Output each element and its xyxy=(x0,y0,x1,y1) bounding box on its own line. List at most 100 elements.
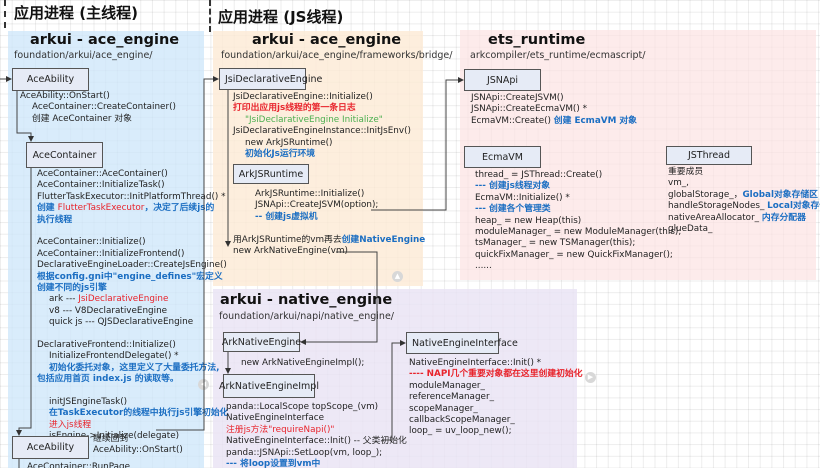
note-fragment: handleStorageNodes_ xyxy=(668,201,768,212)
note-line: 重要成员 xyxy=(668,167,704,177)
note-line: 根据config.gni中"engine_defines"宏定义 xyxy=(37,271,223,282)
note-line: AceContainer::AceContainer() xyxy=(37,169,168,179)
note-line: moduleManager_ xyxy=(409,380,485,391)
note-line: AceAbility::OnStart() xyxy=(20,91,110,101)
note-line: 初始化Js运行环境 xyxy=(245,148,316,159)
note-line: 包括应用首页 index.js 的读取等。 xyxy=(37,374,179,385)
box-ace-ability-bottom[interactable]: AceAbility xyxy=(12,436,89,459)
box-jsnapi[interactable]: JSNApi xyxy=(464,69,541,91)
ecmavm-notes: thread_ = JSThread::Create()--- 创建js线程对象… xyxy=(475,170,681,273)
note-line: tsManager_ = new TSManager(this); xyxy=(475,238,636,249)
box-ecmavm[interactable]: EcmaVM xyxy=(464,146,541,168)
note-line: new ArkJSRuntime() xyxy=(245,137,333,148)
note-line: DeclarativeEngineLoader::CreateJsEngine(… xyxy=(37,260,227,271)
note-line: ---- NAPI几个重要对象都在这里创建初始化 xyxy=(409,369,583,380)
note-line: quickFixManager_ = new QuickFixManager()… xyxy=(475,249,673,260)
note-fragment: 用ArkJSRuntime的vm再去 xyxy=(233,235,342,245)
collapse-up-icon[interactable]: ▲ xyxy=(392,271,403,282)
note-line: --- 创建js线程对象 xyxy=(475,181,551,192)
section-divider-main xyxy=(4,0,6,28)
note-line: ArkJSRuntime::Initialize() xyxy=(255,189,365,199)
note-line: JSNApi::CreateEcmaVM() * xyxy=(471,104,587,115)
note-line: NativeEngineInterface::Init() * xyxy=(409,358,542,368)
box-jsthread[interactable]: JSThread xyxy=(666,146,752,165)
note-fragment: FlutterTaskExecutor xyxy=(57,203,145,214)
box-native-engine-interface[interactable]: NativeEngineInterface xyxy=(406,332,518,354)
box-ace-container[interactable]: AceContainer xyxy=(26,142,103,168)
note-line: EcmaVM::Create() 创建 EcmaVM 对象 xyxy=(471,116,637,127)
module-title-ace-engine-bridge: arkui - ace_engine xyxy=(252,32,402,48)
note-line: quick js --- QJSDeclarativeEngine xyxy=(49,317,194,328)
expand-right-icon[interactable]: ▶ xyxy=(585,372,596,383)
note-line: initJSEngineTask() xyxy=(49,396,128,407)
note-line: "JsiDeclarativeEngine Initialize" xyxy=(245,114,383,125)
note-line: ark --- JsiDeclarativeEngine xyxy=(37,294,228,305)
note-line: loop_ = uv_loop_new(); xyxy=(409,426,512,437)
note-line: FlutterTaskExecutor::InitPlatformThread(… xyxy=(37,191,226,202)
note-line xyxy=(37,328,228,339)
note-line: DeclarativeFrontend::Initialize() xyxy=(37,339,176,350)
module-path-native-engine: foundation/arkui/napi/native_engine/ xyxy=(219,311,394,322)
note-fragment: Local对象存储区 xyxy=(767,201,820,212)
note-line: 执行线程 xyxy=(37,214,73,225)
note-line: 在TaskExecutor的线程中执行js引擎初始化 xyxy=(49,408,229,419)
box-ace-ability[interactable]: AceAbility xyxy=(12,68,89,91)
note-line: callbackScopeManager_ xyxy=(409,414,515,425)
section-title-main-thread: 应用进程 (主线程) xyxy=(14,4,138,22)
note-line: nativeAreaAllocator_ 内存分配器 xyxy=(668,213,820,224)
cut-off-line: AceContainer::RunPage xyxy=(27,462,131,468)
note-line: moduleManager_ = new ModuleManager(this)… xyxy=(475,226,682,237)
ace-container-notes: AceContainer::AceContainer()AceContainer… xyxy=(37,169,228,442)
return-note-line: AceAbility::OnStart() xyxy=(93,445,183,456)
ace-ability-notes: AceAbility::OnStart()AceContainer::Creat… xyxy=(20,91,176,125)
note-line: 进入js线程 xyxy=(49,419,92,430)
note-line: --- 创建各个管理类 xyxy=(475,204,551,215)
note-fragment: ，决定了后续js的 xyxy=(144,203,215,214)
jsi-engine-notes: JsiDeclarativeEngine::Initialize()打印出应用j… xyxy=(233,92,411,160)
note-line: handleStorageNodes_ Local对象存储区 xyxy=(668,201,820,212)
note-line: new ArkNativeEngine(vm) xyxy=(233,246,348,257)
note-line: v8 --- V8DeclarativeEngine xyxy=(49,305,168,316)
jsnapi-notes: JSNApi::CreateJSVM()JSNApi::CreateEcmaVM… xyxy=(471,93,637,127)
box-ark-native-engine[interactable]: ArkNativeEngine xyxy=(222,332,301,352)
expand-left-icon[interactable]: ◀ xyxy=(198,379,209,390)
note-line: jsEngine->Initialize(delegate) xyxy=(49,430,180,441)
note-fragment: ark --- xyxy=(49,294,79,305)
ark-js-runtime-notes: ArkJSRuntime::Initialize()JSNApi::Create… xyxy=(255,189,378,223)
note-line: AceContainer::InitializeFrontend() xyxy=(37,248,185,259)
note-line: heap_ = new Heap(this) xyxy=(475,215,582,226)
box-ark-native-engine-impl[interactable]: ArkNativeEngineImpl xyxy=(219,374,319,398)
note-line: globalStorage_，Global对象存储区 xyxy=(668,190,820,201)
note-line: AceContainer::Initialize() xyxy=(37,237,146,248)
note-line: 创建 FlutterTaskExecutor，决定了后续js的 xyxy=(37,203,228,214)
note-fragment: globalStorage_， xyxy=(668,189,743,200)
note-line: -- 创建js虚拟机 xyxy=(255,211,318,222)
note-fragment: Global对象存储区 xyxy=(742,189,818,200)
note-line: AceContainer::InitializeTask() xyxy=(37,180,165,191)
return-note-line: 继续回到 xyxy=(93,434,129,444)
note-line: panda::JSNApi::SetLoop(vm, loop_); xyxy=(226,447,383,458)
native-engine-impl-notes: panda::LocalScope topScope_(vm)NativeEng… xyxy=(226,402,407,468)
note-line: NativeEngineInterface xyxy=(226,413,325,424)
note-fragment: 创建 xyxy=(37,203,58,214)
section-title-js-thread: 应用进程 (JS线程) xyxy=(218,8,344,26)
note-line: panda::LocalScope topScope_(vm) xyxy=(226,402,379,412)
module-path-ace-engine-main: foundation/arkui/ace_engine/ xyxy=(14,50,153,61)
note-line: --- 将loop设置到vm中 xyxy=(226,458,321,468)
box-jsi-declarative-engine[interactable]: JsiDeclarativeEngine xyxy=(219,68,322,90)
note-line: JSNApi::CreateJSVM(option); xyxy=(255,200,379,211)
note-fragment: 创建 EcmaVM 对象 xyxy=(553,115,637,126)
note-line: JsiDeclarativeEngineInstance::InitJsEnv(… xyxy=(233,126,411,137)
note-line: thread_ = JSThread::Create() xyxy=(475,170,603,180)
note-line: 创建 AceContainer 对象 xyxy=(32,113,132,124)
note-line: referenceManager_ xyxy=(409,392,494,403)
note-line: 打印出应用js线程的第一条日志 xyxy=(233,103,356,114)
box-ark-js-runtime[interactable]: ArkJSRuntime xyxy=(233,164,309,184)
note-line: AceContainer::CreateContainer() xyxy=(32,102,176,113)
note-fragment: 创建NativeEngine xyxy=(341,235,426,245)
note-line: JsiDeclarativeEngine::Initialize() xyxy=(233,92,373,102)
note-fragment: EcmaVM::Create() xyxy=(471,115,554,126)
note-line: 初始化委托对象，这里定义了大量委托方法, xyxy=(49,362,220,373)
